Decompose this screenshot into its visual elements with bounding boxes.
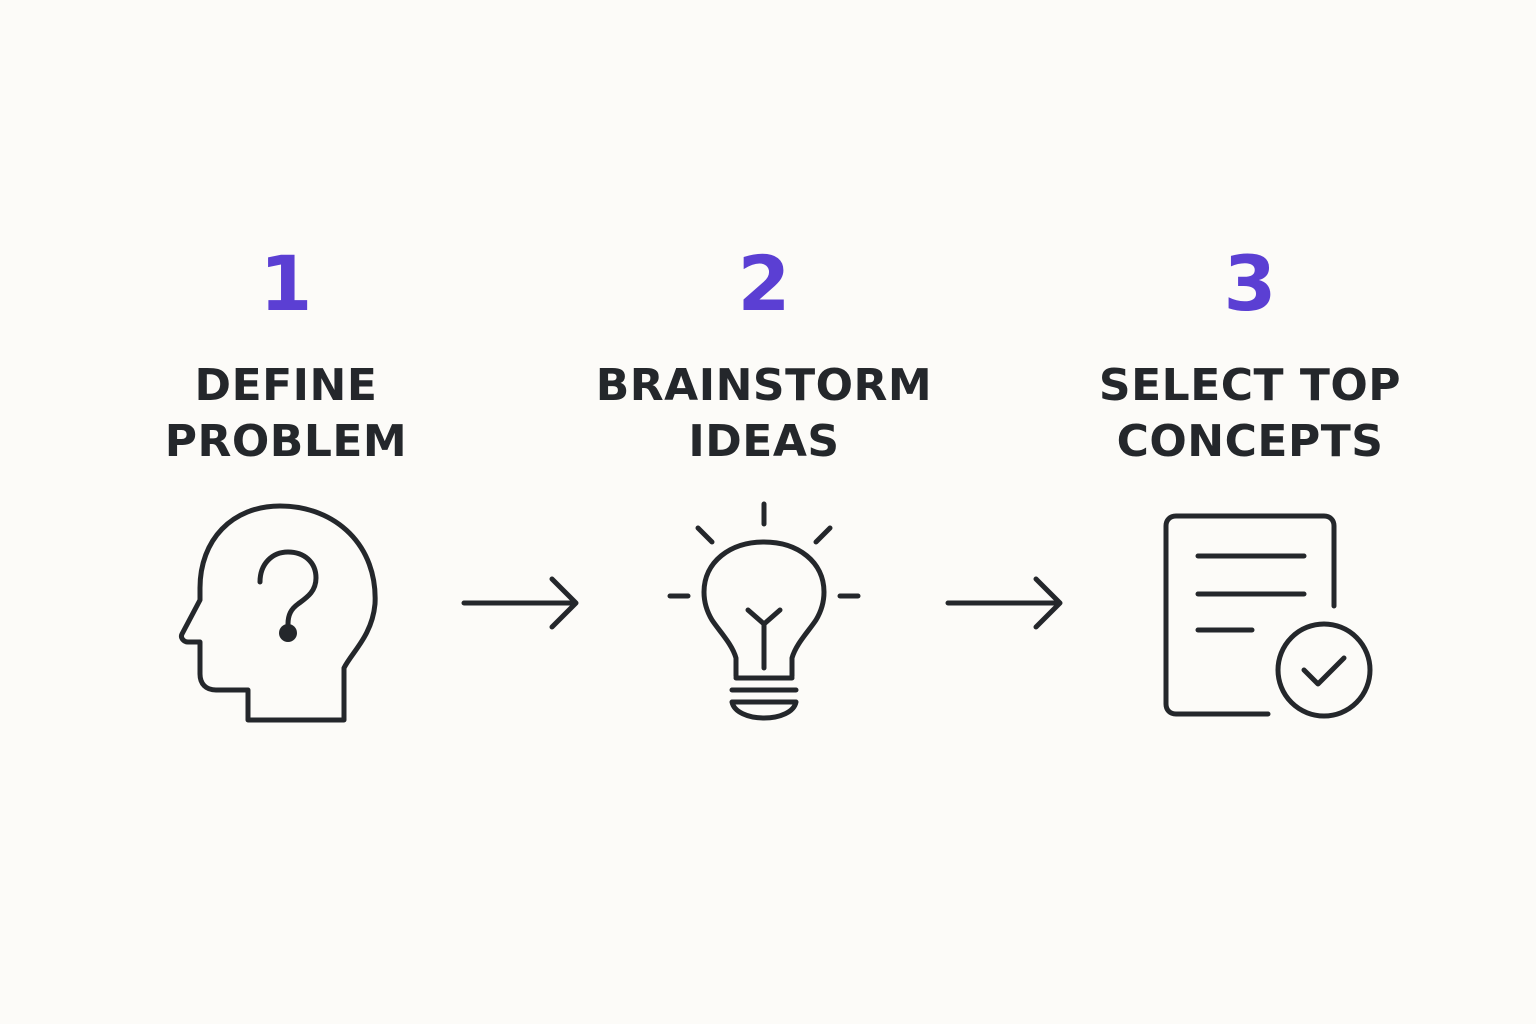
step-define-problem: 1 DEFINE PROBLEM xyxy=(76,236,496,470)
step-brainstorm-ideas: 2 BRAINSTORM IDEAS xyxy=(554,236,974,470)
step-title: SELECT TOP CONCEPTS xyxy=(1040,358,1460,470)
step-select-top-concepts: 3 SELECT TOP CONCEPTS xyxy=(1040,236,1460,470)
step-number: 3 xyxy=(1223,239,1277,328)
step-title: DEFINE PROBLEM xyxy=(76,358,496,470)
step-title-line: SELECT TOP xyxy=(1098,360,1402,411)
step-number: 1 xyxy=(259,239,313,328)
step-title: BRAINSTORM IDEAS xyxy=(554,358,974,470)
document-check-icon xyxy=(1163,513,1373,719)
step-title-line: PROBLEM xyxy=(164,416,408,467)
lightbulb-icon xyxy=(667,501,861,721)
step-number: 2 xyxy=(737,239,791,328)
step-title-line: BRAINSTORM xyxy=(595,360,933,411)
step-title-line: IDEAS xyxy=(688,416,840,467)
arrow-right-icon xyxy=(461,576,579,630)
step-title-line: DEFINE xyxy=(194,360,378,411)
step-title-line: CONCEPTS xyxy=(1116,416,1384,467)
arrow-right-icon xyxy=(945,576,1063,630)
head-question-icon xyxy=(179,503,378,723)
